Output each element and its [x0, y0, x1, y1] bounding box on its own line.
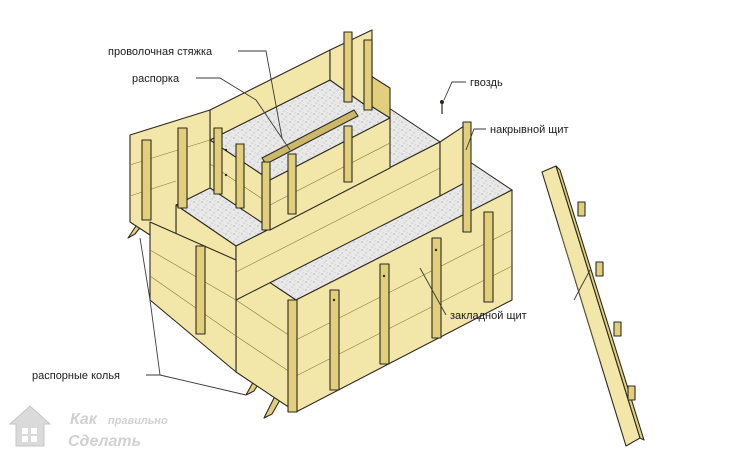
- embedded-board-loose: [541, 165, 645, 447]
- label-embedded-board: закладной щит: [450, 310, 527, 322]
- watermark-line2: правильно: [108, 415, 168, 427]
- label-stakes: распорные колья: [32, 370, 120, 382]
- watermark-logo: Как правильно Сделать: [8, 405, 168, 450]
- label-spacer: распорка: [132, 73, 180, 85]
- label-cover-board: накрывной щит: [490, 124, 569, 136]
- left-lower-board: [149, 221, 237, 373]
- watermark-line1: Как: [70, 411, 98, 428]
- label-nail: гвоздь: [470, 77, 503, 89]
- bottom-cleats: [287, 211, 494, 413]
- top-cleats: [213, 125, 353, 231]
- leader-lines: [139, 50, 591, 396]
- label-wire-tie: проволочная стяжка: [108, 46, 213, 58]
- watermark-line3: Сделать: [68, 433, 141, 450]
- house-icon: [8, 405, 52, 447]
